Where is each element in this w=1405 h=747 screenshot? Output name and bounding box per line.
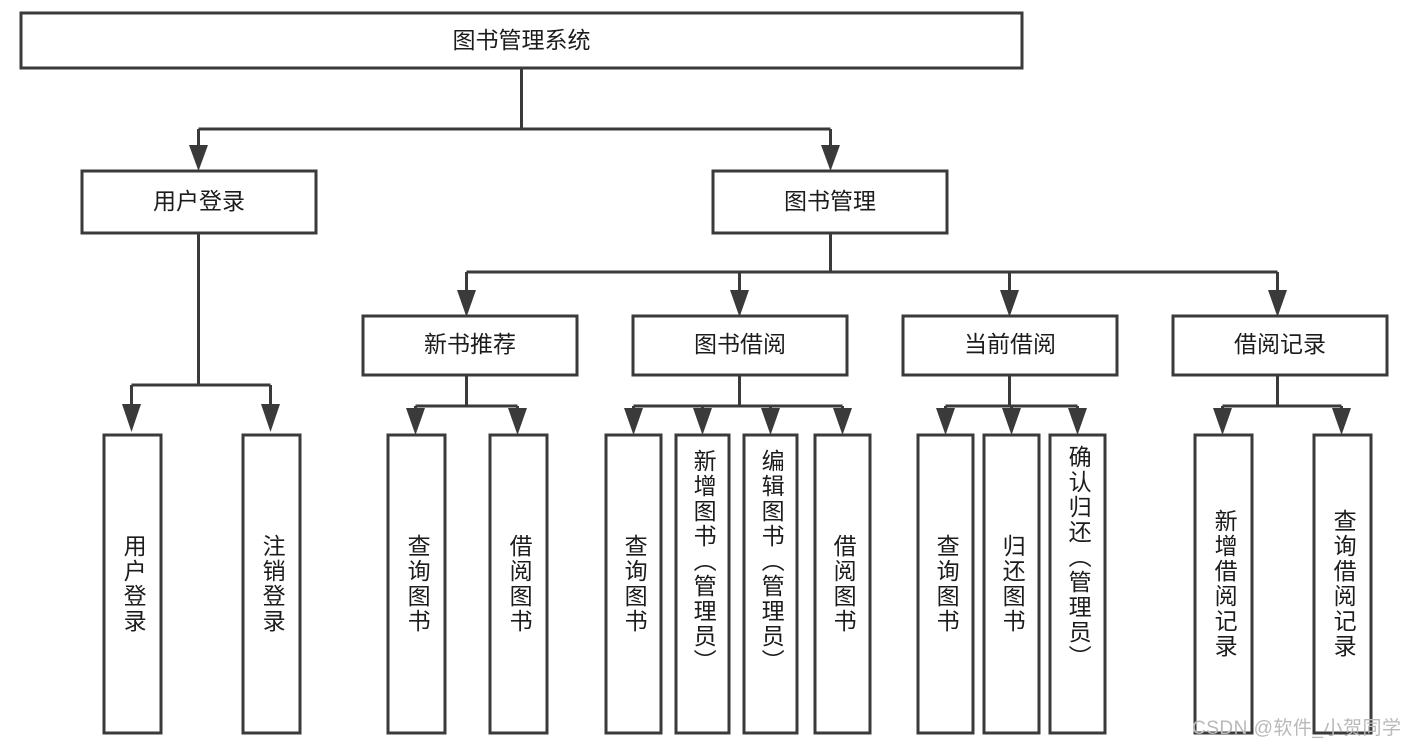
leaf-box-user-login[interactable] — [102, 433, 163, 735]
arrowhead-user-login — [189, 145, 208, 171]
leaf-box-return-book[interactable] — [982, 433, 1041, 735]
arrowhead-leaf-query-record — [1332, 408, 1351, 435]
arrowhead-leaf-edit-book — [761, 408, 780, 435]
leaf-box-borrow-book-1[interactable] — [488, 433, 549, 735]
node-new-book-recommend[interactable] — [361, 314, 579, 377]
leaf-box-confirm-return[interactable] — [1048, 433, 1107, 735]
connector-group-root — [189, 69, 840, 171]
arrowhead-leaf-user-logout — [261, 404, 280, 432]
connector-group-book-borrow — [624, 376, 852, 435]
leaf-box-add-book[interactable] — [674, 433, 731, 735]
leaf-box-query-book-3[interactable] — [916, 433, 975, 735]
arrowhead-book-borrow — [730, 290, 749, 317]
arrowhead-leaf-return-book — [1002, 408, 1021, 435]
node-current-borrow[interactable] — [901, 314, 1119, 377]
leaf-box-edit-book[interactable] — [742, 433, 799, 735]
arrowhead-new-book-recommend — [457, 290, 476, 317]
node-book-borrow-label: 图书借阅 — [694, 331, 786, 357]
arrowhead-leaf-confirm-return — [1068, 408, 1087, 435]
node-current-borrow-label: 当前借阅 — [964, 331, 1056, 357]
arrowhead-leaf-add-book — [693, 408, 712, 435]
arrowhead-leaf-borrow-book-2 — [833, 408, 852, 435]
node-new-book-recommend-label: 新书推荐 — [424, 331, 516, 357]
arrowhead-leaf-query-book-3 — [936, 408, 955, 435]
node-book-management-label: 图书管理 — [784, 188, 876, 214]
arrowhead-book-management — [821, 145, 840, 171]
arrowhead-current-borrow — [1000, 290, 1019, 317]
arrowhead-leaf-add-record — [1213, 408, 1232, 435]
connector-group-user-login — [122, 234, 280, 432]
connector-group-borrow-record — [1213, 376, 1351, 435]
node-book-management[interactable] — [711, 169, 949, 235]
node-user-login[interactable] — [80, 169, 318, 235]
node-book-borrow[interactable] — [631, 314, 849, 377]
node-root-label: 图书管理系统 — [453, 27, 591, 53]
node-root[interactable] — [19, 11, 1024, 70]
arrowhead-leaf-user-login — [122, 404, 141, 432]
arrowhead-leaf-query-book-2 — [624, 408, 643, 435]
node-borrow-record[interactable] — [1171, 314, 1389, 377]
node-borrow-record-label: 借阅记录 — [1234, 331, 1326, 357]
leaf-box-query-book-1[interactable] — [386, 433, 447, 735]
leaf-box-user-logout[interactable] — [241, 433, 302, 735]
leaf-box-query-record[interactable] — [1312, 433, 1373, 735]
connector-group-new-book-recommend — [406, 376, 527, 435]
csdn-watermark: CSDN @软件_小贺同学 — [1192, 718, 1402, 739]
leaf-box-query-book-2[interactable] — [604, 433, 663, 735]
arrowhead-leaf-borrow-book-1 — [508, 408, 527, 435]
arrowhead-leaf-query-book-1 — [406, 408, 425, 435]
connector-group-book-management — [457, 234, 1287, 317]
connector-group-current-borrow — [936, 376, 1087, 435]
leaf-box-add-record[interactable] — [1193, 433, 1254, 735]
node-user-login-label: 用户登录 — [153, 188, 245, 214]
leaf-box-borrow-book-2[interactable] — [813, 433, 872, 735]
arrowhead-borrow-record — [1268, 290, 1287, 317]
